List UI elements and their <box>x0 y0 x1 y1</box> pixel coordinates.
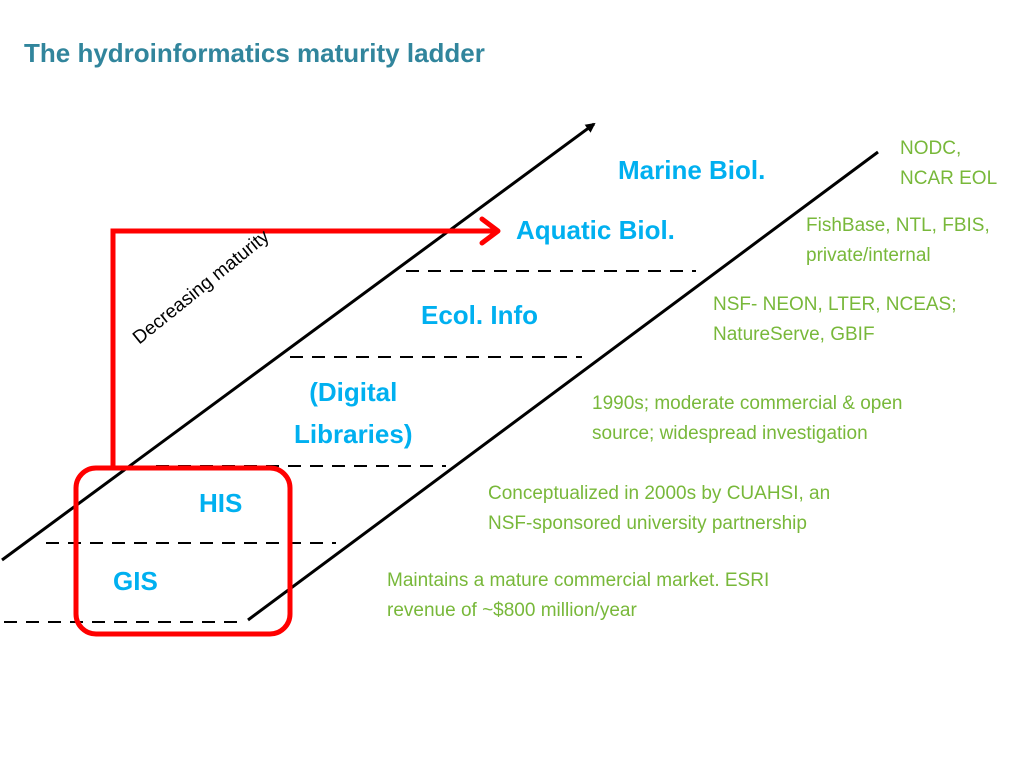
note-his-line2: NSF-sponsored university partnership <box>488 513 807 535</box>
rung-digital-libraries-line2: Libraries) <box>294 418 413 449</box>
note-ecol-line1: NSF- NEON, LTER, NCEAS; <box>713 294 957 315</box>
ladder-right-rail <box>247 150 879 622</box>
note-aquatic-line2: private/internal <box>806 245 931 267</box>
note-marine-line2: NCAR EOL <box>900 168 998 190</box>
note-marine-line1: NODC, <box>900 138 962 159</box>
rung-gis: GIS <box>113 566 158 596</box>
note-gis-line2: revenue of ~$800 million/year <box>387 600 637 622</box>
note-digital: 1990s; moderate commercial & open source… <box>592 389 903 450</box>
note-marine: NODC, NCAR EOL <box>900 134 997 195</box>
rung-digital-libraries: (Digital Libraries) <box>294 372 413 455</box>
rung-ecol-info: Ecol. Info <box>421 300 538 330</box>
note-digital-line2: source; widespread investigation <box>592 423 868 445</box>
note-gis: Maintains a mature commercial market. ES… <box>387 566 769 627</box>
note-his-line1: Conceptualized in 2000s by CUAHSI, an <box>488 483 831 504</box>
note-aquatic-line1: FishBase, NTL, FBIS, <box>806 215 990 236</box>
note-ecol: NSF- NEON, LTER, NCEAS; NatureServe, GBI… <box>713 290 957 351</box>
rung-marine-biol: Marine Biol. <box>618 155 766 185</box>
rung-aquatic-biol: Aquatic Biol. <box>516 215 675 245</box>
leap-arrow <box>110 228 496 468</box>
note-aquatic: FishBase, NTL, FBIS, private/internal <box>806 211 990 272</box>
note-gis-line1: Maintains a mature commercial market. ES… <box>387 570 770 591</box>
rung-digital-libraries-line1: (Digital <box>309 377 398 407</box>
note-ecol-line2: NatureServe, GBIF <box>713 324 875 346</box>
page-title: The hydroinformatics maturity ladder <box>24 38 485 68</box>
leap-arrow-head <box>479 216 501 246</box>
note-his: Conceptualized in 2000s by CUAHSI, an NS… <box>488 479 830 540</box>
note-digital-line1: 1990s; moderate commercial & open <box>592 393 903 414</box>
rung-his: HIS <box>199 488 243 518</box>
ladder-left-rail <box>1 122 596 562</box>
highlight-box <box>73 465 293 637</box>
